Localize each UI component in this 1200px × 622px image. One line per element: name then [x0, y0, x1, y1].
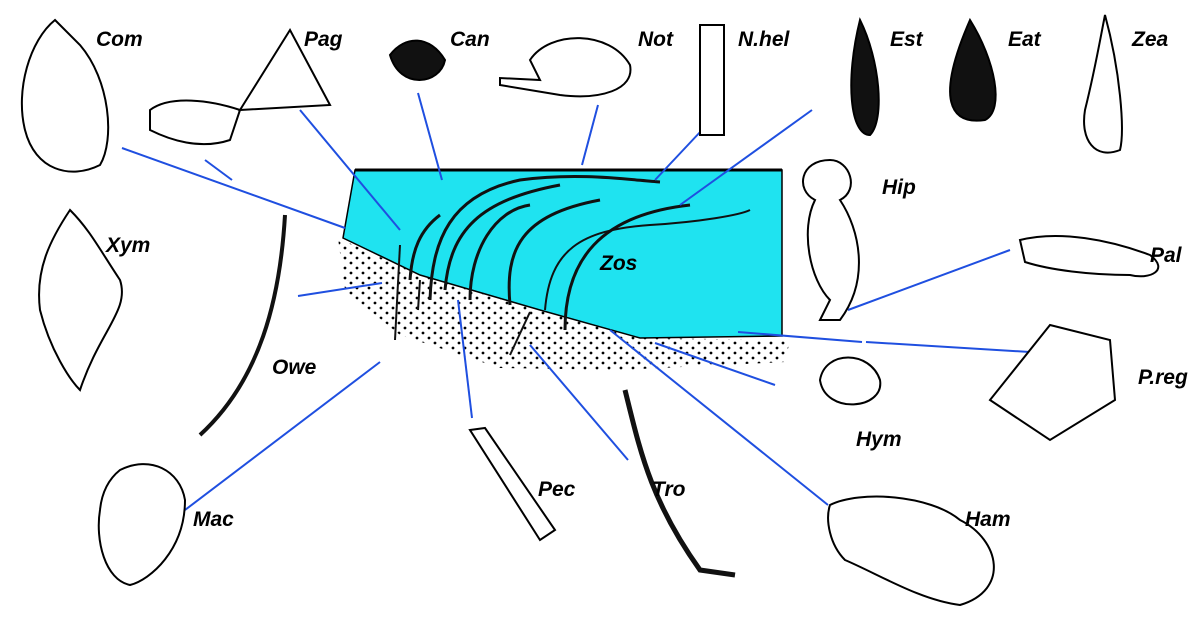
- label-owe: Owe: [272, 356, 317, 379]
- label-nhel: N.hel: [738, 28, 791, 51]
- label-pal: Pal: [1150, 244, 1183, 267]
- preg-sea-star: [988, 323, 1117, 442]
- label-zos: Zos: [599, 252, 637, 275]
- label-preg: P.reg: [1138, 366, 1188, 389]
- pal-shrimp: [1018, 235, 1160, 278]
- label-eat: Eat: [1008, 28, 1042, 51]
- species-labels: Com Pag Can Not N.hel Est Eat Zea Hip Xy…: [96, 28, 1188, 531]
- label-com: Com: [96, 28, 143, 51]
- eat-snail: [949, 17, 997, 122]
- label-hip: Hip: [882, 176, 916, 199]
- zea-snail: [1083, 14, 1123, 154]
- label-xym: Xym: [105, 234, 150, 257]
- label-pec: Pec: [538, 478, 576, 501]
- zostera-seagrass: [408, 175, 751, 331]
- est-snail: [850, 17, 880, 137]
- nhel-seagrass-blade: [699, 24, 725, 136]
- label-tro: Tro: [652, 478, 686, 501]
- tro-tube-worm: [622, 389, 736, 578]
- xym-snail: [38, 208, 123, 392]
- pec-tube-worm: [468, 426, 557, 542]
- label-ham: Ham: [965, 508, 1011, 531]
- label-est: Est: [890, 28, 924, 51]
- leader-lines: [121, 92, 1031, 511]
- can-snail: [388, 39, 447, 81]
- roots: [394, 244, 531, 356]
- label-zea: Zea: [1131, 28, 1169, 51]
- sediment: [338, 238, 790, 370]
- label-pag: Pag: [304, 28, 343, 51]
- mac-clam: [97, 463, 187, 587]
- label-mac: Mac: [193, 508, 234, 531]
- ham-bubble-snail: [827, 495, 995, 607]
- label-hym: Hym: [856, 428, 902, 451]
- hym-crab: [818, 356, 882, 406]
- com-snail: [20, 18, 110, 173]
- label-can: Can: [450, 28, 490, 51]
- label-not: Not: [638, 28, 674, 51]
- not-snail: [499, 37, 632, 98]
- hip-seahorse: [802, 158, 860, 321]
- water-body: [342, 169, 783, 339]
- owe-tube-worm: [198, 214, 287, 437]
- pag-hermit-crab: [149, 28, 332, 146]
